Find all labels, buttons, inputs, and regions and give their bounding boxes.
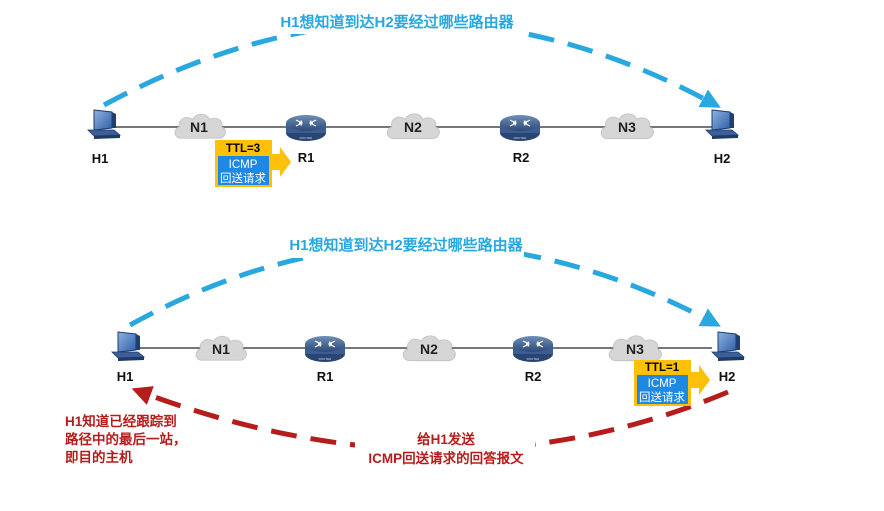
- bottom-router-r2: R2: [512, 335, 554, 384]
- bottom-n3-label: N3: [626, 341, 644, 357]
- bottom-r1-label: R1: [317, 369, 334, 384]
- top-router-r1: R1: [285, 114, 327, 165]
- packet-arrow-icon: [272, 147, 291, 177]
- router-icon: [285, 114, 327, 142]
- bottom-host-h2: H2: [711, 331, 745, 384]
- packet-arrow-icon: [691, 365, 710, 395]
- top-scenario: H1想知道到达H2要经过哪些路由器 H1 N1 R1 N2 R2 N3 H: [87, 8, 739, 187]
- top-router-r2: R2: [499, 114, 541, 165]
- bottom-n2-label: N2: [420, 341, 438, 357]
- top-host-h2: H2: [705, 109, 739, 166]
- top-packet-line1: ICMP: [229, 159, 258, 171]
- top-title: H1想知道到达H2要经过哪些路由器: [280, 13, 514, 31]
- router-icon: [304, 335, 346, 363]
- bottom-host-h1: H1: [111, 331, 145, 384]
- top-n1-label: N1: [190, 119, 208, 135]
- top-h1-label: H1: [92, 151, 109, 166]
- top-host-h1: H1: [87, 109, 121, 166]
- bottom-n1-label: N1: [212, 341, 230, 357]
- conclusion-line1: H1知道已经跟踪到: [65, 413, 177, 429]
- bottom-r2-label: R2: [525, 369, 542, 384]
- bottom-packet-line2: 回送请求: [639, 390, 685, 404]
- bottom-network-n3: N3: [608, 335, 662, 362]
- top-n3-label: N3: [618, 119, 636, 135]
- bottom-scenario: H1想知道到达H2要经过哪些路由器 给H1发送 ICMP回送请求的回答报文 H1…: [65, 232, 745, 470]
- bottom-ttl-label: TTL=1: [645, 362, 680, 374]
- top-network-n2: N2: [386, 113, 440, 140]
- top-icmp-packet: TTL=3 ICMP 回送请求: [215, 140, 291, 187]
- top-n2-label: N2: [404, 119, 422, 135]
- router-icon: [499, 114, 541, 142]
- top-query-arc: [102, 19, 721, 108]
- conclusion-line2: 路径中的最后一站，: [65, 431, 187, 447]
- top-network-n3: N3: [600, 113, 654, 140]
- bottom-router-r1: R1: [304, 335, 346, 384]
- bottom-h2-label: H2: [719, 369, 736, 384]
- top-packet-line2: 回送请求: [220, 171, 266, 185]
- router-icon: [512, 335, 554, 363]
- top-ttl-label: TTL=3: [226, 143, 260, 155]
- bottom-title: H1想知道到达H2要经过哪些路由器: [289, 236, 523, 254]
- computer-host-icon: [705, 109, 739, 140]
- computer-host-icon: [711, 331, 745, 362]
- bottom-network-n1: N1: [195, 335, 247, 361]
- top-r2-label: R2: [513, 150, 530, 165]
- bottom-packet-line1: ICMP: [648, 378, 677, 390]
- computer-host-icon: [87, 109, 121, 140]
- reply-note-line2: ICMP回送请求的回答报文: [368, 450, 524, 466]
- conclusion-line3: 即目的主机: [65, 449, 133, 465]
- reply-note-line1: 给H1发送: [417, 431, 475, 447]
- bottom-icmp-packet: TTL=1 ICMP 回送请求: [634, 360, 710, 406]
- bottom-h1-label: H1: [117, 369, 134, 384]
- top-network-n1: N1: [174, 113, 226, 139]
- computer-host-icon: [111, 331, 145, 362]
- top-h2-label: H2: [714, 151, 731, 166]
- top-r1-label: R1: [298, 150, 315, 165]
- bottom-network-n2: N2: [402, 335, 456, 362]
